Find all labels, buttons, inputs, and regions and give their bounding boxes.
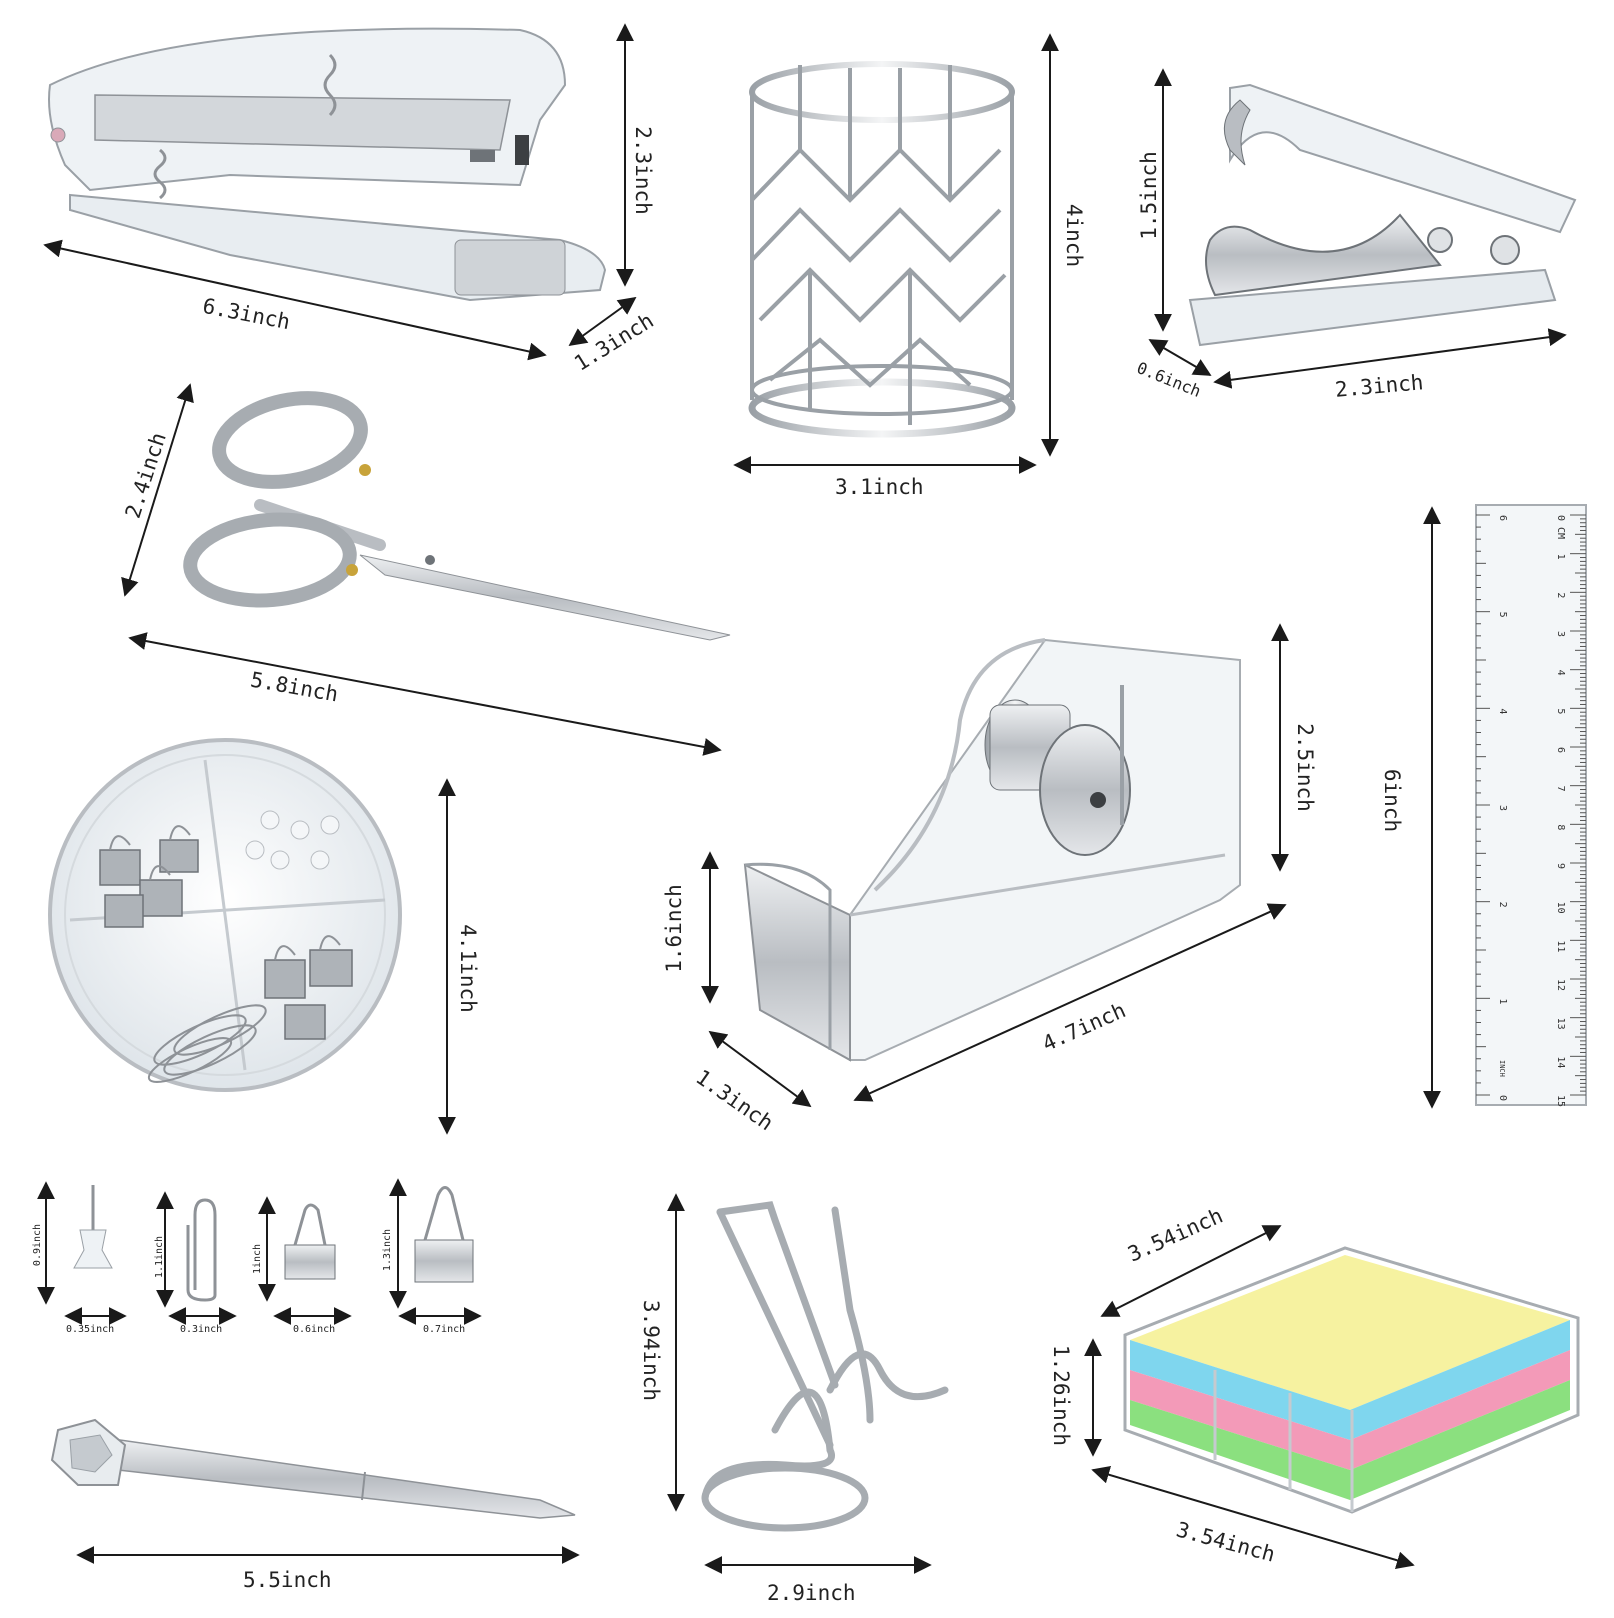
stapler-icon — [48, 27, 607, 302]
clip-height-label: 1.1inch — [154, 1235, 166, 1279]
tape-height-label: 2.5inch — [1292, 723, 1317, 812]
ruler-cm-number: 15 — [1555, 1095, 1566, 1107]
crystal-pen-icon — [50, 1418, 576, 1519]
ruler-inch-unit: INCH — [1498, 1060, 1506, 1077]
ruler-length-label: 6inch — [1380, 768, 1405, 833]
ruler-cm-number: 5 — [1555, 708, 1566, 714]
ruler-cm-number: 12 — [1555, 979, 1566, 991]
pen-holder-width-label: 3.1inch — [835, 475, 924, 499]
note-height-label: 1.26inch — [1049, 1344, 1074, 1447]
stapler-height-label: 2.3inch — [630, 126, 655, 215]
clip-width-label: 0.3inch — [180, 1324, 223, 1335]
stand-height-label: 3.94inch — [639, 1299, 664, 1402]
pen-length-label: 5.5inch — [243, 1568, 332, 1592]
remover-depth-arrow — [1148, 339, 1212, 376]
ruler-inch-number: 4 — [1497, 708, 1508, 714]
dimension-arrows — [37, 23, 1567, 1574]
phone-stand-icon — [701, 1201, 949, 1532]
note-top-width-arrow — [1100, 1225, 1282, 1317]
ruler-cm-number: 2 — [1555, 592, 1566, 598]
pen-holder-height-label: 4inch — [1062, 203, 1087, 268]
stapler-length-arrow — [43, 239, 547, 361]
ruler-cm-number: 4 — [1555, 670, 1566, 676]
organizer-height-label: 4.1inch — [455, 924, 480, 1013]
paper-clip-icon — [186, 1198, 217, 1302]
binder-clip-large-icon — [414, 1186, 474, 1283]
remover-height-label: 1.5inch — [1136, 151, 1161, 240]
ruler-inch-number: 6 — [1497, 515, 1508, 521]
note-front-width-arrow — [1091, 1465, 1415, 1570]
ruler-inch-number: 2 — [1497, 902, 1508, 908]
remover-length-arrow — [1213, 328, 1567, 389]
scissors-length-arrow — [128, 632, 722, 756]
binder-large-width-label: 0.7inch — [423, 1324, 466, 1335]
binder-small-width-label: 0.6inch — [293, 1324, 336, 1335]
ruler-inch-number: 0 — [1497, 1095, 1508, 1101]
scissors-height-arrow — [121, 383, 194, 597]
ruler-cm-number: 3 — [1555, 631, 1566, 637]
tape-length-arrow — [853, 903, 1287, 1102]
ruler-inch-number: 3 — [1497, 805, 1508, 811]
ruler-cm-number: 0 CM — [1555, 515, 1566, 539]
pin-height-label: 0.9inch — [32, 1223, 44, 1267]
ruler-cm-number: 1 — [1555, 554, 1566, 560]
ruler-cm-number: 9 — [1555, 863, 1566, 869]
ruler-cm-number: 10 — [1555, 902, 1566, 914]
binder-small-height-label: 1inch — [252, 1243, 264, 1275]
scissors-icon — [183, 391, 731, 641]
ruler-cm-number: 11 — [1555, 940, 1566, 952]
binder-large-height-label: 1.3inch — [382, 1228, 394, 1272]
ruler-cm-number: 13 — [1555, 1018, 1566, 1030]
push-pin-icon — [73, 1185, 113, 1269]
ruler-cm-number: 6 — [1555, 747, 1566, 753]
ruler-cm-number: 7 — [1555, 786, 1566, 792]
tape-depth-arrow — [708, 1030, 812, 1108]
wire-pen-holder-icon — [748, 61, 1016, 438]
tape-dispenser-icon — [743, 638, 1241, 1062]
ruler-inch-number: 1 — [1497, 998, 1508, 1004]
ruler-cm-number: 8 — [1555, 824, 1566, 830]
sticky-note-holder-icon — [1123, 1246, 1580, 1514]
stand-width-label: 2.9inch — [767, 1581, 856, 1605]
round-clip-organizer-icon — [48, 738, 402, 1092]
stapler-depth-arrow — [568, 296, 637, 347]
tape-front-height-label: 1.6inch — [661, 884, 686, 973]
staple-remover-icon — [1188, 83, 1577, 347]
pin-width-label: 0.35inch — [66, 1324, 115, 1335]
ruler-inch-number: 5 — [1497, 612, 1508, 618]
ruler-cm-number: 14 — [1555, 1056, 1566, 1068]
binder-clip-small-icon — [284, 1203, 336, 1280]
